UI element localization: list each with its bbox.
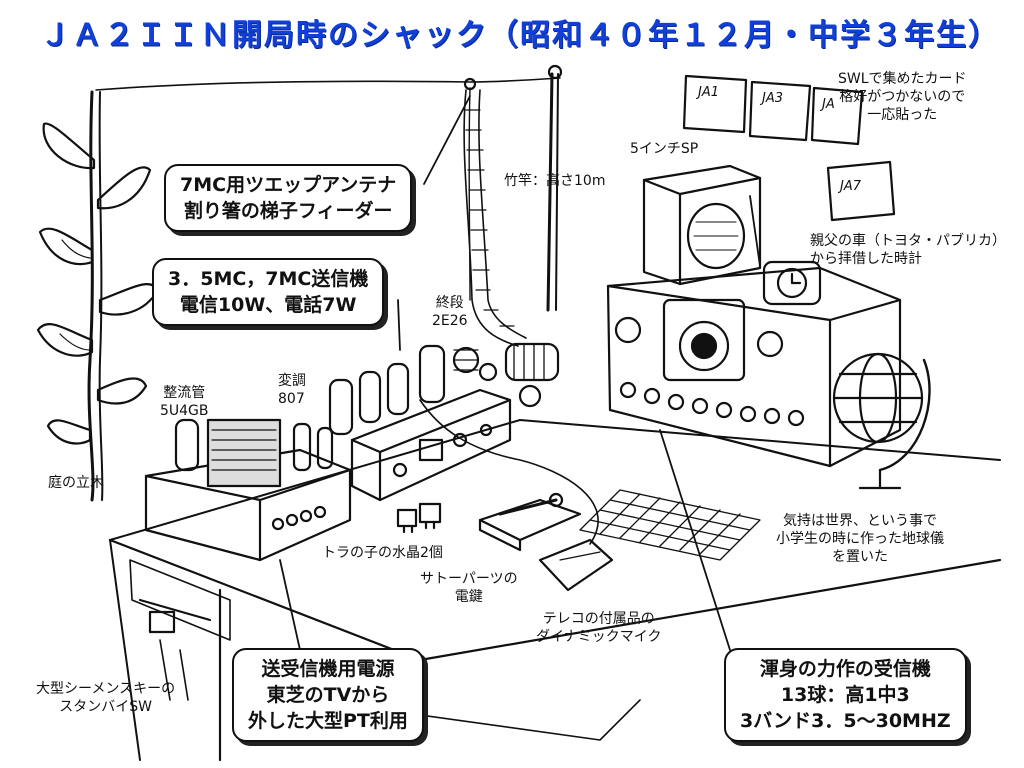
power-supply-callout: 送受信機用電源 東芝のTVから 外した大型PT利用 — [232, 648, 424, 742]
speaker-label: 5インチSP — [630, 141, 699, 157]
transmitter-drawing — [328, 344, 512, 502]
swl-cards-label: SWLで集めたカード 格好がつかないので 一応貼った — [838, 71, 967, 123]
transmitter-callout: 3．5MC，7MC送信機 電信10W、電話7W — [152, 258, 385, 326]
antenna-drawing — [95, 64, 563, 347]
qsl-cards-drawing — [682, 74, 896, 222]
garden-tree-label: 庭の立木 — [48, 475, 104, 491]
antenna-callout: 7MC用ツエップアンテナ 割り箸の梯子フィーダー — [164, 164, 413, 232]
globe-drawing — [832, 352, 931, 490]
rectifier-tube-label: 整流管 5U4GB — [160, 385, 209, 419]
speaker-drawing — [642, 164, 762, 286]
microphone-label: テレコの付属品の ダイナミックマイク — [536, 611, 662, 645]
qsl-card-4: JA7 — [840, 179, 861, 194]
final-tube-label: 終段 2E26 — [432, 295, 468, 329]
garden-tree-drawing — [36, 90, 160, 502]
coil-drawing — [504, 342, 560, 408]
bamboo-pole-label: 竹竿：高さ10m — [504, 173, 606, 189]
globe-label: 気持は世界、という事で 小学生の時に作った地球儀 を置いた — [776, 513, 944, 565]
telegraph-key-label: サトーパーツの 電鍵 — [420, 571, 518, 605]
desk-grid-drawing — [579, 489, 761, 561]
qsl-card-3: JA — [822, 97, 835, 112]
modulator-tube-label: 変調 807 — [278, 373, 306, 407]
crystals-drawing — [396, 502, 442, 534]
qsl-card-2: JA3 — [762, 91, 783, 106]
leader-lines — [279, 95, 761, 651]
clock-label: 親父の車（トヨタ・パブリカ） から拝借した時計 — [810, 233, 1006, 267]
crystal-label: トラの子の水晶2個 — [322, 545, 443, 561]
standby-switch-label: 大型シーメンスキーの スタンバイSW — [36, 681, 176, 715]
receiver-callout: 渾身の力作の受信機 13球：高1中3 3バンド3．5～30MHZ — [724, 648, 967, 742]
qsl-card-1: JA1 — [698, 85, 719, 100]
telegraph-key-drawing — [478, 492, 582, 552]
clock-drawing — [762, 260, 822, 306]
page-title: ＪＡ２ＩＩＮ開局時のシャック（昭和４０年１２月・中学３年生） — [40, 18, 1000, 53]
power-supply-drawing — [144, 418, 352, 562]
microphone-drawing — [419, 399, 614, 592]
